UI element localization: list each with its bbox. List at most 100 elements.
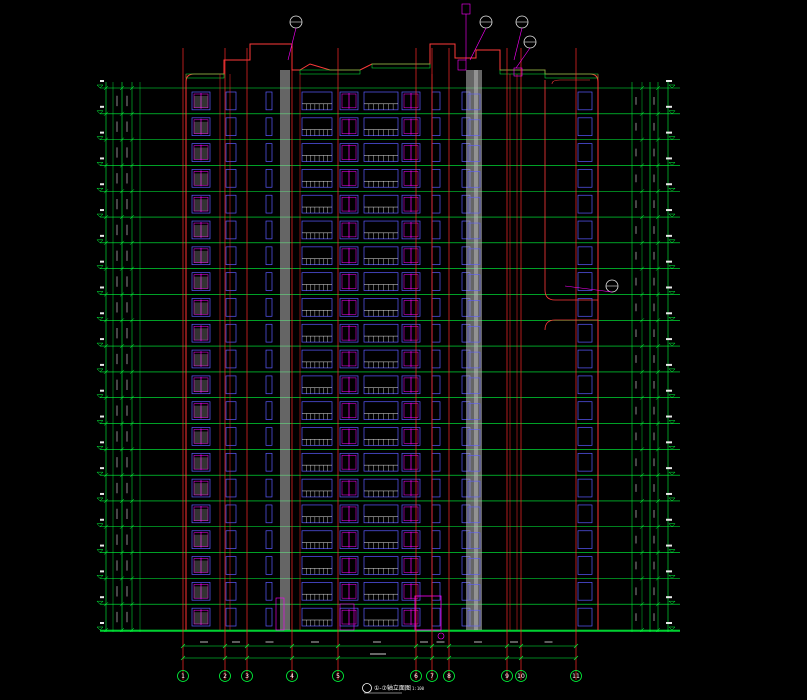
window-frame bbox=[265, 220, 273, 240]
window-frame bbox=[401, 375, 421, 395]
window-unit bbox=[339, 323, 359, 343]
level-marker bbox=[668, 575, 676, 579]
window-glazing bbox=[194, 121, 208, 134]
axis-label: 5 bbox=[336, 673, 340, 680]
dimension-tick bbox=[129, 524, 135, 529]
window-frame bbox=[265, 478, 273, 498]
dimension-tick bbox=[655, 602, 661, 607]
window-frame bbox=[225, 323, 237, 343]
panel-window bbox=[467, 429, 481, 446]
window-sash bbox=[193, 222, 209, 238]
window-frame bbox=[363, 220, 399, 240]
window-unit bbox=[577, 452, 593, 472]
dimension-tick bbox=[446, 643, 452, 649]
dimension-tick bbox=[103, 240, 109, 246]
window-unit bbox=[577, 349, 593, 369]
dimension-tick bbox=[655, 189, 661, 194]
dimension-tick bbox=[103, 447, 109, 452]
dimension-tick bbox=[103, 550, 109, 555]
dimension-tick bbox=[655, 395, 661, 400]
dimension-tick bbox=[129, 550, 135, 555]
window-glazing bbox=[194, 534, 208, 547]
window-glazing bbox=[194, 225, 208, 237]
window-unit bbox=[339, 375, 359, 395]
window-unit bbox=[339, 452, 359, 472]
axis-bubble bbox=[241, 670, 253, 682]
dimension-tick bbox=[129, 137, 135, 142]
dimension-tick bbox=[655, 524, 661, 529]
detail-marker bbox=[469, 15, 493, 61]
dimension-tick bbox=[103, 189, 109, 194]
dimension-tick bbox=[289, 655, 295, 661]
panel-window bbox=[467, 325, 481, 343]
window-frame bbox=[225, 143, 237, 162]
window-frame bbox=[577, 194, 593, 214]
dimension-tick bbox=[639, 343, 645, 349]
window-sash bbox=[193, 609, 209, 625]
window-sash bbox=[403, 351, 419, 367]
window-unit bbox=[363, 117, 399, 136]
window-glazing bbox=[194, 276, 208, 289]
window-unit bbox=[225, 375, 237, 395]
dimension-tick bbox=[119, 498, 125, 504]
window-unit bbox=[339, 401, 359, 420]
level-marker bbox=[668, 394, 676, 399]
window-sash bbox=[403, 145, 419, 160]
axis-bubble bbox=[410, 670, 422, 682]
window-frame bbox=[301, 504, 333, 524]
window-frame bbox=[363, 478, 399, 498]
dimension-tick bbox=[655, 240, 661, 246]
window-unit bbox=[191, 607, 211, 627]
window-unit bbox=[191, 143, 211, 162]
window-frame bbox=[191, 298, 211, 317]
panel-window bbox=[467, 171, 481, 188]
window-sash bbox=[193, 455, 209, 470]
window-frame bbox=[363, 349, 399, 369]
window-unit bbox=[301, 478, 333, 498]
window-frame bbox=[301, 220, 333, 240]
level-marker bbox=[668, 317, 676, 321]
dimension-tick bbox=[119, 111, 125, 116]
window-unit bbox=[401, 504, 421, 524]
window-unit bbox=[225, 298, 237, 317]
window-frame bbox=[191, 582, 211, 601]
axis-label: 11 bbox=[572, 673, 580, 680]
dimension-tick bbox=[103, 576, 109, 581]
window-unit bbox=[401, 530, 421, 549]
window-unit bbox=[191, 272, 211, 291]
window-frame bbox=[401, 607, 421, 627]
level-marker bbox=[96, 213, 104, 218]
window-frame bbox=[191, 220, 211, 240]
window-frame bbox=[339, 272, 359, 291]
window-frame bbox=[225, 298, 237, 317]
axis-label: 6 bbox=[414, 673, 418, 680]
window-unit bbox=[339, 246, 359, 266]
window-unit bbox=[401, 582, 421, 601]
window-frame bbox=[225, 607, 237, 627]
detail-marker bbox=[287, 15, 303, 61]
window-unit bbox=[339, 298, 359, 317]
dimension-tick bbox=[103, 292, 109, 297]
dimension-tick bbox=[103, 395, 109, 400]
window-frame bbox=[191, 143, 211, 162]
window-frame bbox=[191, 375, 211, 395]
panel-window bbox=[467, 274, 481, 291]
window-frame bbox=[225, 194, 237, 214]
window-frame bbox=[339, 298, 359, 317]
window-frame bbox=[401, 169, 421, 188]
axis-label: 3 bbox=[245, 673, 249, 680]
dimension-tick bbox=[103, 137, 109, 142]
window-frame bbox=[401, 349, 421, 369]
dimension-tick bbox=[655, 292, 661, 297]
window-frame bbox=[401, 556, 421, 575]
window-unit bbox=[301, 194, 333, 214]
window-frame bbox=[301, 169, 333, 188]
window-frame bbox=[363, 582, 399, 601]
window-frame bbox=[577, 91, 593, 111]
window-frame bbox=[225, 272, 237, 291]
window-unit bbox=[339, 91, 359, 111]
dimension-tick bbox=[222, 643, 228, 649]
window-unit bbox=[225, 349, 237, 369]
window-sash bbox=[403, 93, 419, 109]
dimension-tick bbox=[119, 318, 125, 323]
